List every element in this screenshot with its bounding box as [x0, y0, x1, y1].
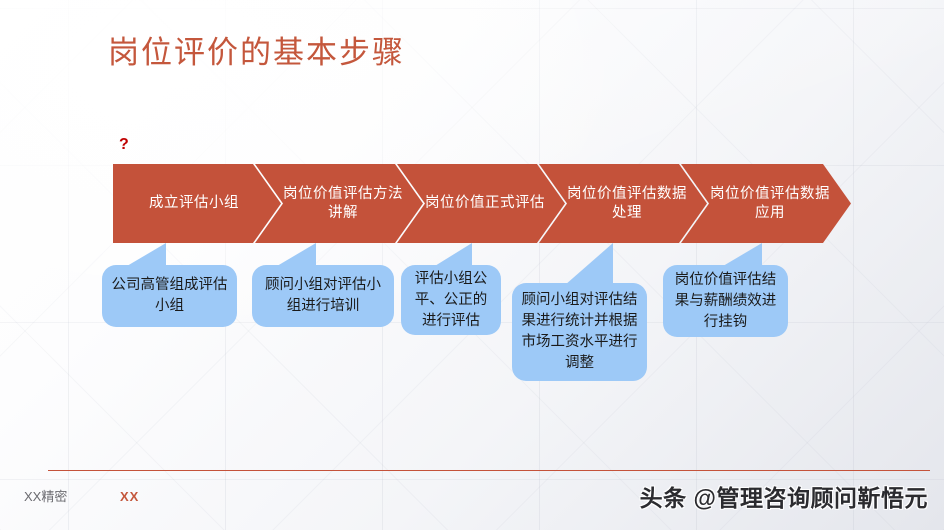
callout-3[interactable]: 评估小组公平、公正的进行评估	[401, 265, 501, 335]
process-step-4-label: 岗位价值评估数据处理	[567, 185, 687, 221]
process-step-1[interactable]: 成立评估小组	[113, 164, 281, 243]
process-step-1-label: 成立评估小组	[149, 195, 239, 211]
footer-brand-label: XX	[120, 489, 140, 504]
callout-3-label: 评估小组公平、公正的进行评估	[414, 270, 488, 329]
callout-3-tail	[430, 243, 472, 269]
process-step-3[interactable]: 岗位价值正式评估	[397, 164, 565, 243]
callout-1[interactable]: 公司高管组成评估小组	[102, 265, 237, 327]
callout-4-label: 顾问小组对评估结果进行统计并根据市场工资水平进行调整	[521, 292, 638, 371]
callout-5-label: 岗位价值评估结果与薪酬绩效进行挂钩	[674, 271, 777, 330]
callout-5-tail	[718, 243, 762, 269]
process-step-3-label: 岗位价值正式评估	[425, 195, 545, 211]
process-step-4[interactable]: 岗位价值评估数据处理	[539, 164, 707, 243]
callout-2-tail	[272, 243, 316, 269]
question-mark-marker: ?	[119, 136, 129, 153]
callout-2-label: 顾问小组对评估小组进行培训	[265, 277, 381, 314]
callout-1-label: 公司高管组成评估小组	[111, 277, 228, 314]
callout-5[interactable]: 岗位价值评估结果与薪酬绩效进行挂钩	[663, 265, 788, 337]
process-step-5[interactable]: 岗位价值评估数据应用	[681, 164, 851, 243]
process-step-2[interactable]: 岗位价值评估方法讲解	[255, 164, 423, 243]
footer-company-label: XX精密	[24, 489, 68, 504]
footer-divider	[48, 470, 930, 471]
callout-4-tail	[565, 243, 613, 285]
callout-4[interactable]: 顾问小组对评估结果进行统计并根据市场工资水平进行调整	[512, 283, 647, 381]
callout-2[interactable]: 顾问小组对评估小组进行培训	[252, 265, 394, 327]
process-step-5-label: 岗位价值评估数据应用	[710, 185, 830, 221]
process-step-2-label: 岗位价值评估方法讲解	[283, 185, 403, 221]
footer-watermark: 头条 @管理咨询顾问靳悟元	[639, 485, 928, 511]
process-chevron-band: 成立评估小组 岗位价值评估方法讲解 岗位价值正式评估 岗位价值评估数据处理 岗位…	[113, 164, 823, 243]
callout-1-tail	[122, 243, 166, 269]
page-title: 岗位评价的基本步骤	[108, 35, 405, 71]
